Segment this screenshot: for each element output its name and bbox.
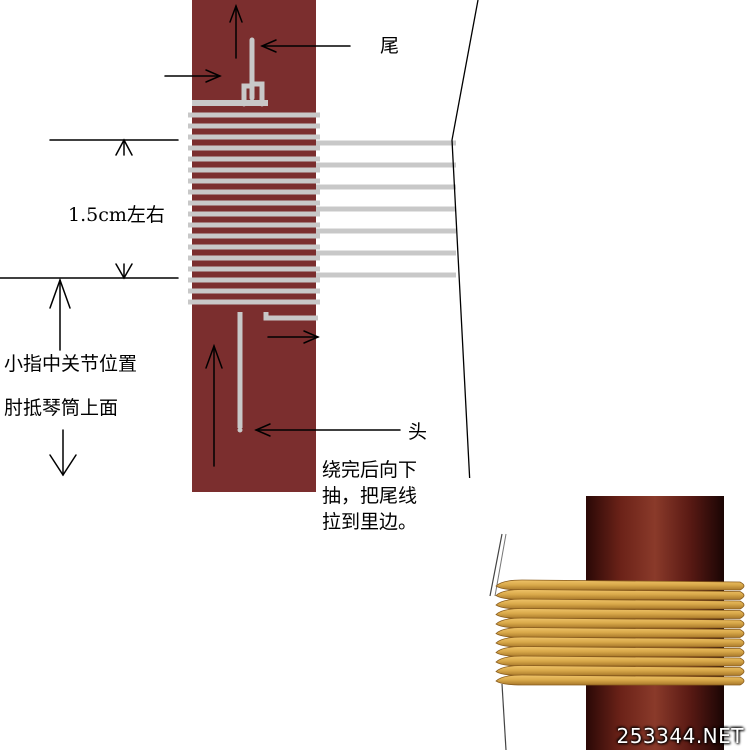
head-label: 头 <box>408 421 428 443</box>
loose-loops <box>316 140 456 278</box>
photo-cord-turn <box>495 598 745 610</box>
instruction-line3: 拉到里边。 <box>322 511 418 533</box>
photo-cord-turn <box>495 589 745 600</box>
photo-cord-turn <box>495 655 745 667</box>
position-label-line2: 肘抵琴筒上面 <box>4 397 119 419</box>
head-string-end <box>237 427 243 433</box>
winding-photo: 253344.NET <box>462 478 750 750</box>
photo-cord-turn <box>495 636 745 648</box>
photo-cords <box>495 579 745 686</box>
photo-cord-turn <box>495 665 745 676</box>
photo-canvas <box>462 478 750 750</box>
position-label-line1: 小指中关节位置 <box>4 353 138 375</box>
watermark: 253344.NET <box>616 724 744 748</box>
photo-string-lower <box>501 683 507 750</box>
tail-hook <box>241 37 265 107</box>
tail-label: 尾 <box>380 35 400 57</box>
photo-string-upper <box>489 533 503 597</box>
side-string <box>451 0 479 486</box>
span-label: 1.5cm左右 <box>68 204 165 226</box>
arrows <box>0 3 401 477</box>
head-string <box>237 312 318 428</box>
instruction-line1: 绕完后向下 <box>322 459 418 481</box>
photo-cord-turn <box>495 646 745 657</box>
instruction-line2: 抽，把尾线 <box>322 485 418 507</box>
photo-cord-turn <box>495 579 745 591</box>
pole-turns <box>188 112 320 305</box>
photo-cord-turn <box>495 608 745 619</box>
photo-cord-turn <box>495 674 745 686</box>
photo-cord-turn <box>495 617 745 629</box>
photo-cord-turn <box>495 627 745 638</box>
